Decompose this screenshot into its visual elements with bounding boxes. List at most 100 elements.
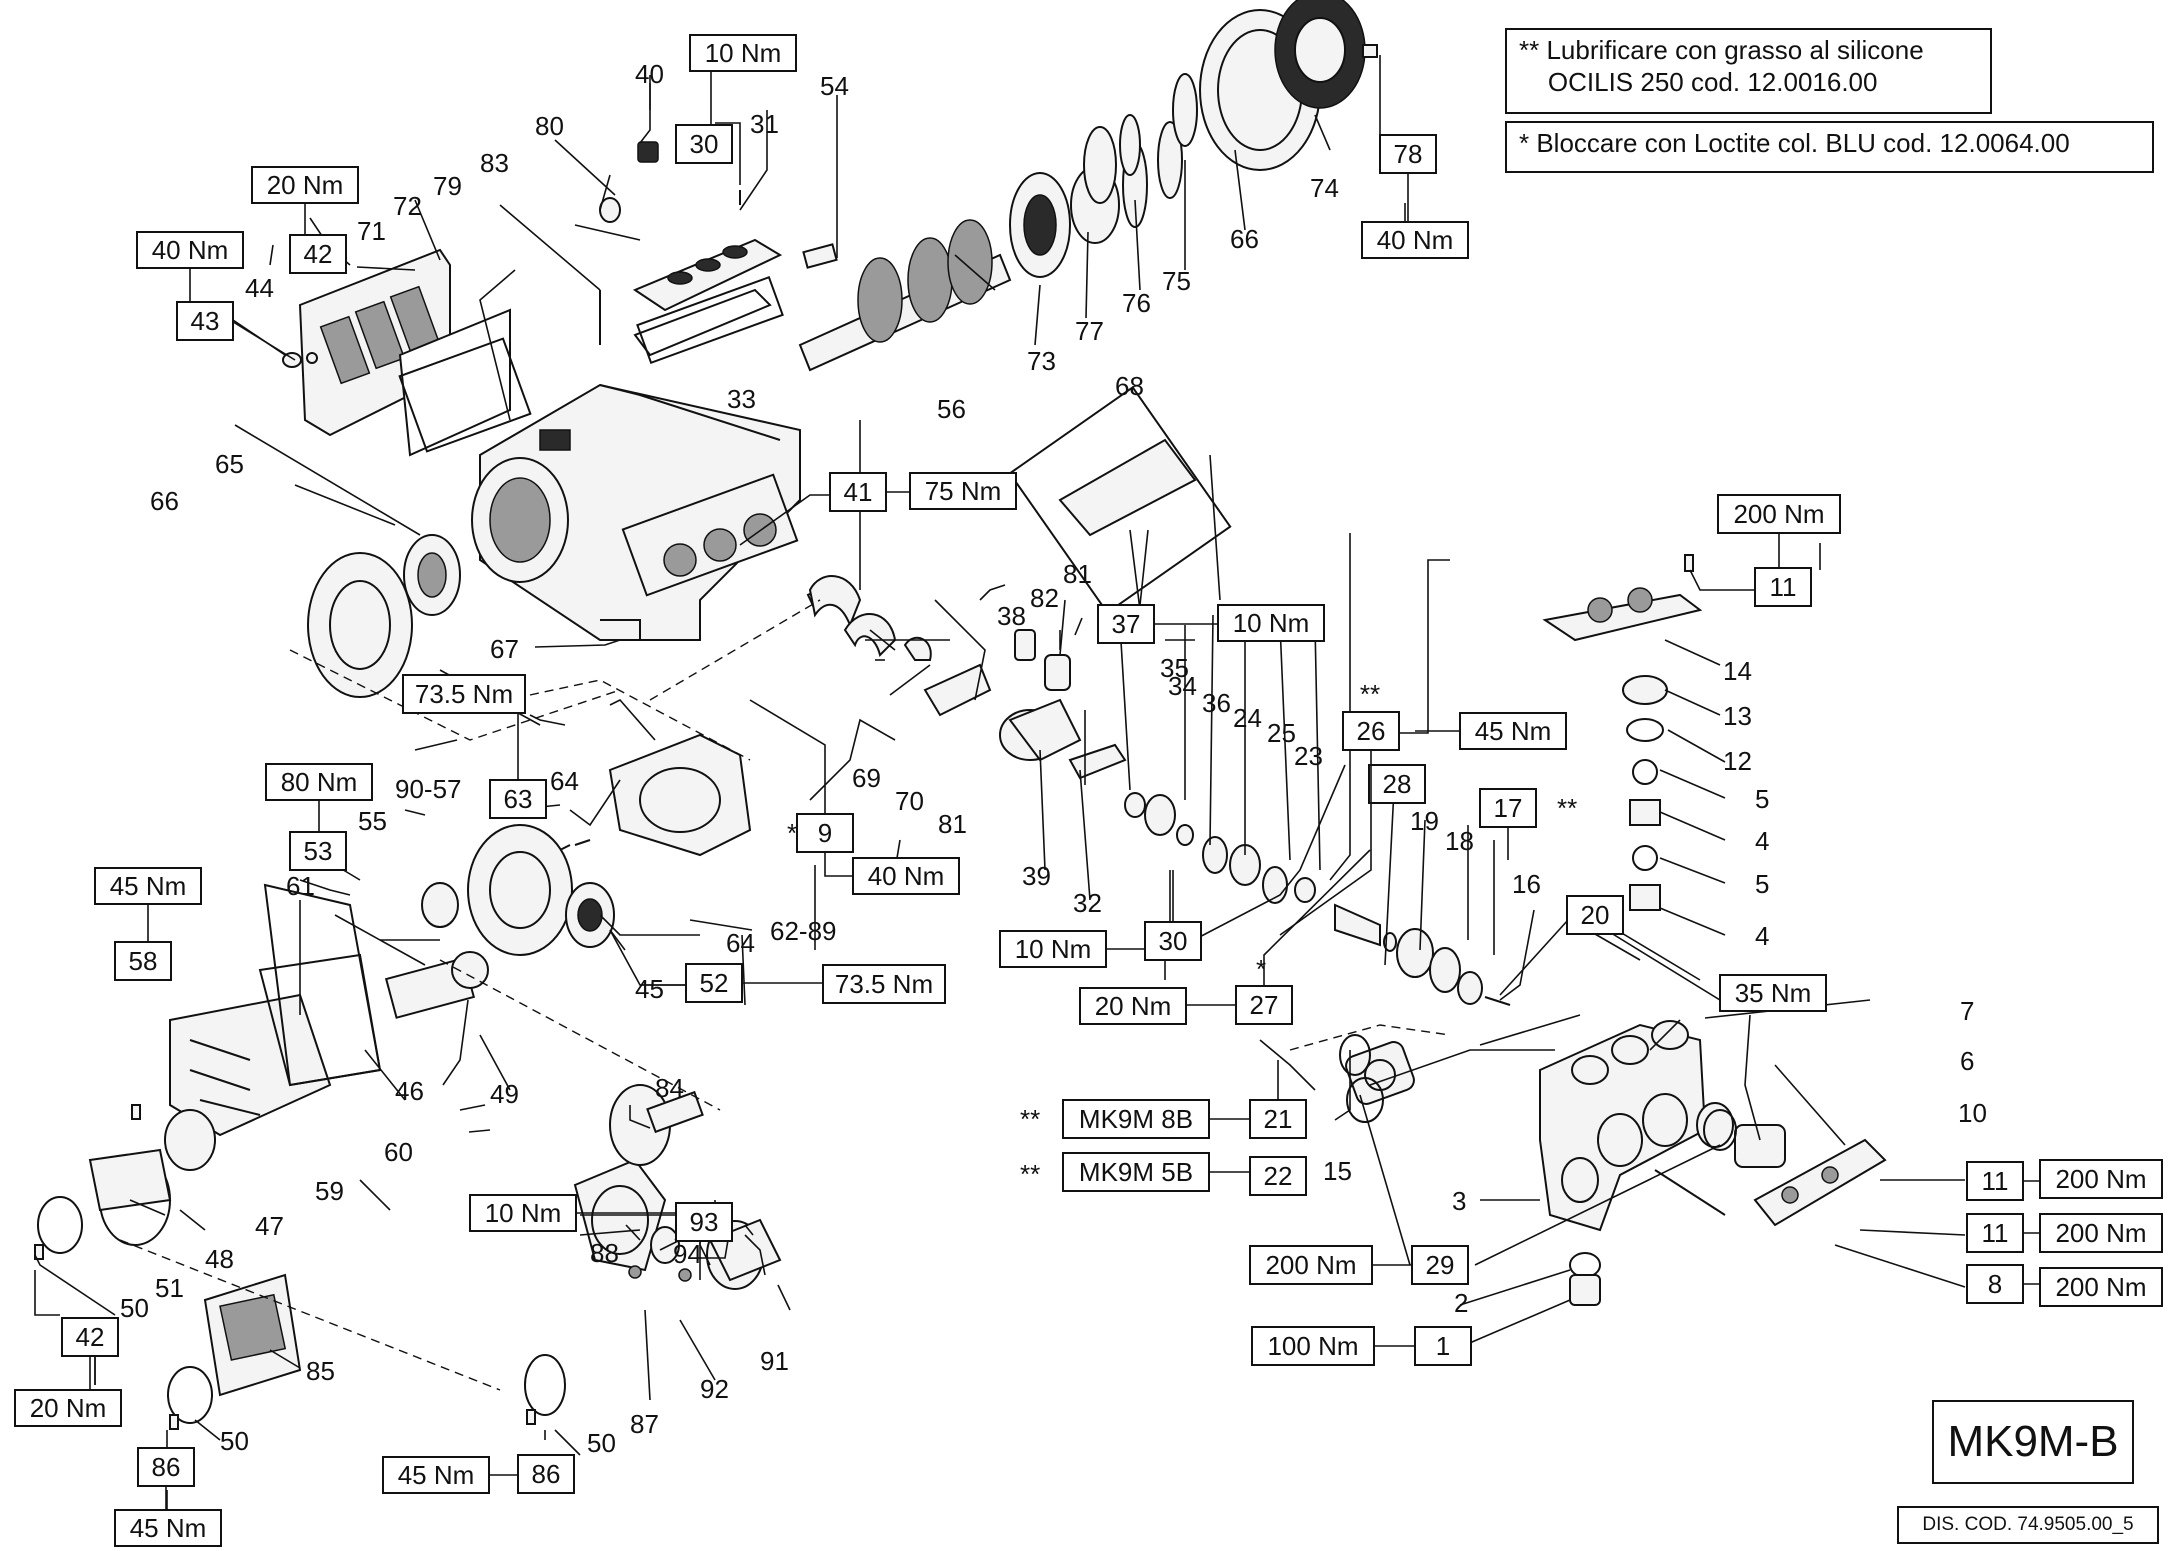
part-label: 94 bbox=[673, 1239, 702, 1269]
crankcase-drawing bbox=[471, 383, 801, 641]
torque-box-35nm-20: 35 Nm bbox=[1719, 974, 1827, 1012]
part-label: 4 bbox=[1755, 826, 1769, 856]
svg-text:30: 30 bbox=[1159, 926, 1188, 956]
part-label: 54 bbox=[820, 71, 849, 101]
lubricate-mark: ** bbox=[1020, 1104, 1040, 1134]
part-label: 55 bbox=[358, 806, 387, 836]
part-label: 64 bbox=[550, 766, 579, 796]
torque-box-10nm-30b: 10 Nm bbox=[999, 930, 1107, 968]
part-label: 15 bbox=[1323, 1156, 1352, 1186]
part-label: 92 bbox=[700, 1374, 729, 1404]
svg-text:27: 27 bbox=[1250, 990, 1279, 1020]
callout-box-37: 37 bbox=[1097, 604, 1155, 644]
variant-box-mk9m-8b: MK9M 8B bbox=[1062, 1099, 1210, 1139]
callout-box-78: 78 bbox=[1379, 134, 1437, 174]
svg-text:73.5 Nm: 73.5 Nm bbox=[415, 679, 513, 709]
part-label: 81 bbox=[1063, 559, 1092, 589]
part-label: 84 bbox=[655, 1073, 684, 1103]
part-number-labels: 40 80 83 79 72 71 44 65 66 67 54 31 33 5… bbox=[120, 59, 1987, 1458]
svg-text:200 Nm: 200 Nm bbox=[2055, 1218, 2146, 1248]
part-label: 18 bbox=[1445, 826, 1474, 856]
drawing-code: DIS. COD. 74.9505.00_5 bbox=[1897, 1506, 2159, 1544]
part-label: 62-89 bbox=[770, 916, 837, 946]
part-label: 5 bbox=[1755, 869, 1769, 899]
torque-box-200nm-8: 200 Nm bbox=[2039, 1267, 2163, 1307]
boxed-callouts: 10 Nm 30 20 Nm 42 40 Nm 43 78 40 Nm 41 7… bbox=[14, 34, 2163, 1547]
svg-text:11: 11 bbox=[1982, 1166, 2009, 1196]
part-label: 19 bbox=[1410, 806, 1439, 836]
svg-text:45 Nm: 45 Nm bbox=[398, 1460, 475, 1490]
part-label: 36 bbox=[1202, 688, 1231, 718]
svg-text:43: 43 bbox=[191, 306, 220, 336]
torque-box-10nm-37: 10 Nm bbox=[1217, 604, 1325, 642]
callout-box-30b: 30 bbox=[1144, 921, 1202, 961]
callout-box-11-low: 11 bbox=[1966, 1213, 2024, 1253]
torque-box-40nm-9: 40 Nm bbox=[852, 857, 960, 895]
torque-box-200nm-11: 200 Nm bbox=[1717, 494, 1841, 534]
part-label: 25 bbox=[1267, 718, 1296, 748]
svg-text:20: 20 bbox=[1581, 900, 1610, 930]
svg-text:45 Nm: 45 Nm bbox=[110, 871, 187, 901]
part-label: 81 bbox=[938, 809, 967, 839]
plunger-drawing bbox=[999, 698, 1511, 1006]
svg-text:20 Nm: 20 Nm bbox=[30, 1393, 107, 1423]
part-label: 66 bbox=[1230, 224, 1259, 254]
svg-text:35 Nm: 35 Nm bbox=[1735, 978, 1812, 1008]
part-label: 16 bbox=[1512, 869, 1541, 899]
callout-box-58: 58 bbox=[114, 941, 172, 981]
part-label: 31 bbox=[750, 109, 779, 139]
torque-box-45nm-86b: 45 Nm bbox=[382, 1456, 490, 1494]
svg-text:73.5 Nm: 73.5 Nm bbox=[835, 969, 933, 999]
part-label: 65 bbox=[215, 449, 244, 479]
svg-text:30: 30 bbox=[690, 129, 719, 159]
variant-box-mk9m-5b: MK9M 5B bbox=[1062, 1152, 1210, 1192]
torque-box-73nm-63: 73.5 Nm bbox=[402, 674, 526, 714]
part-label: 12 bbox=[1723, 746, 1752, 776]
part-label: 73 bbox=[1027, 346, 1056, 376]
svg-text:11: 11 bbox=[1770, 572, 1797, 602]
part-label: 13 bbox=[1723, 701, 1752, 731]
torque-box-200nm-29: 200 Nm bbox=[1249, 1245, 1373, 1285]
part-label: 48 bbox=[205, 1244, 234, 1274]
part-label: 40 bbox=[635, 59, 664, 89]
torque-box-45nm-28: 45 Nm bbox=[1459, 712, 1567, 750]
svg-text:42: 42 bbox=[76, 1322, 105, 1352]
pump-head-drawing bbox=[1345, 554, 1887, 1306]
part-label: 66 bbox=[150, 486, 179, 516]
part-label: 23 bbox=[1294, 741, 1323, 771]
callout-box-9: 9 bbox=[796, 813, 854, 853]
callout-box-52: 52 bbox=[685, 963, 743, 1003]
rear-cover-drawing bbox=[282, 248, 511, 457]
side-cover-drawing bbox=[421, 733, 752, 956]
part-label: 80 bbox=[535, 111, 564, 141]
svg-text:200 Nm: 200 Nm bbox=[1265, 1250, 1356, 1280]
svg-text:40 Nm: 40 Nm bbox=[152, 235, 229, 265]
part-label: 32 bbox=[1073, 888, 1102, 918]
part-label: 44 bbox=[245, 273, 274, 303]
svg-text:45 Nm: 45 Nm bbox=[130, 1513, 207, 1543]
part-label: 59 bbox=[315, 1176, 344, 1206]
crankshaft-drawing bbox=[798, 0, 1378, 372]
part-label: 10 bbox=[1958, 1098, 1987, 1128]
svg-text:9: 9 bbox=[818, 818, 832, 848]
callout-box-42: 42 bbox=[289, 234, 347, 274]
svg-text:45 Nm: 45 Nm bbox=[1475, 716, 1552, 746]
part-label: 82 bbox=[1030, 583, 1059, 613]
svg-text:78: 78 bbox=[1394, 139, 1423, 169]
svg-text:17: 17 bbox=[1494, 793, 1523, 823]
torque-box-10nm-93: 10 Nm bbox=[469, 1194, 577, 1232]
part-label: 34 bbox=[1168, 671, 1197, 701]
svg-text:MK9M 8B: MK9M 8B bbox=[1079, 1104, 1193, 1134]
svg-text:10 Nm: 10 Nm bbox=[705, 38, 782, 68]
part-label: 56 bbox=[937, 394, 966, 424]
callout-box-30: 30 bbox=[675, 124, 733, 164]
svg-text:20 Nm: 20 Nm bbox=[1095, 991, 1172, 1021]
svg-text:100 Nm: 100 Nm bbox=[1267, 1331, 1358, 1361]
torque-box-73nm-52: 73.5 Nm bbox=[822, 964, 946, 1004]
part-label: 51 bbox=[155, 1273, 184, 1303]
callout-box-22: 22 bbox=[1249, 1156, 1307, 1196]
lubricate-mark: ** bbox=[1557, 793, 1577, 823]
reduction-gear-drawing bbox=[524, 1084, 782, 1425]
part-label: 6 bbox=[1960, 1046, 1974, 1076]
